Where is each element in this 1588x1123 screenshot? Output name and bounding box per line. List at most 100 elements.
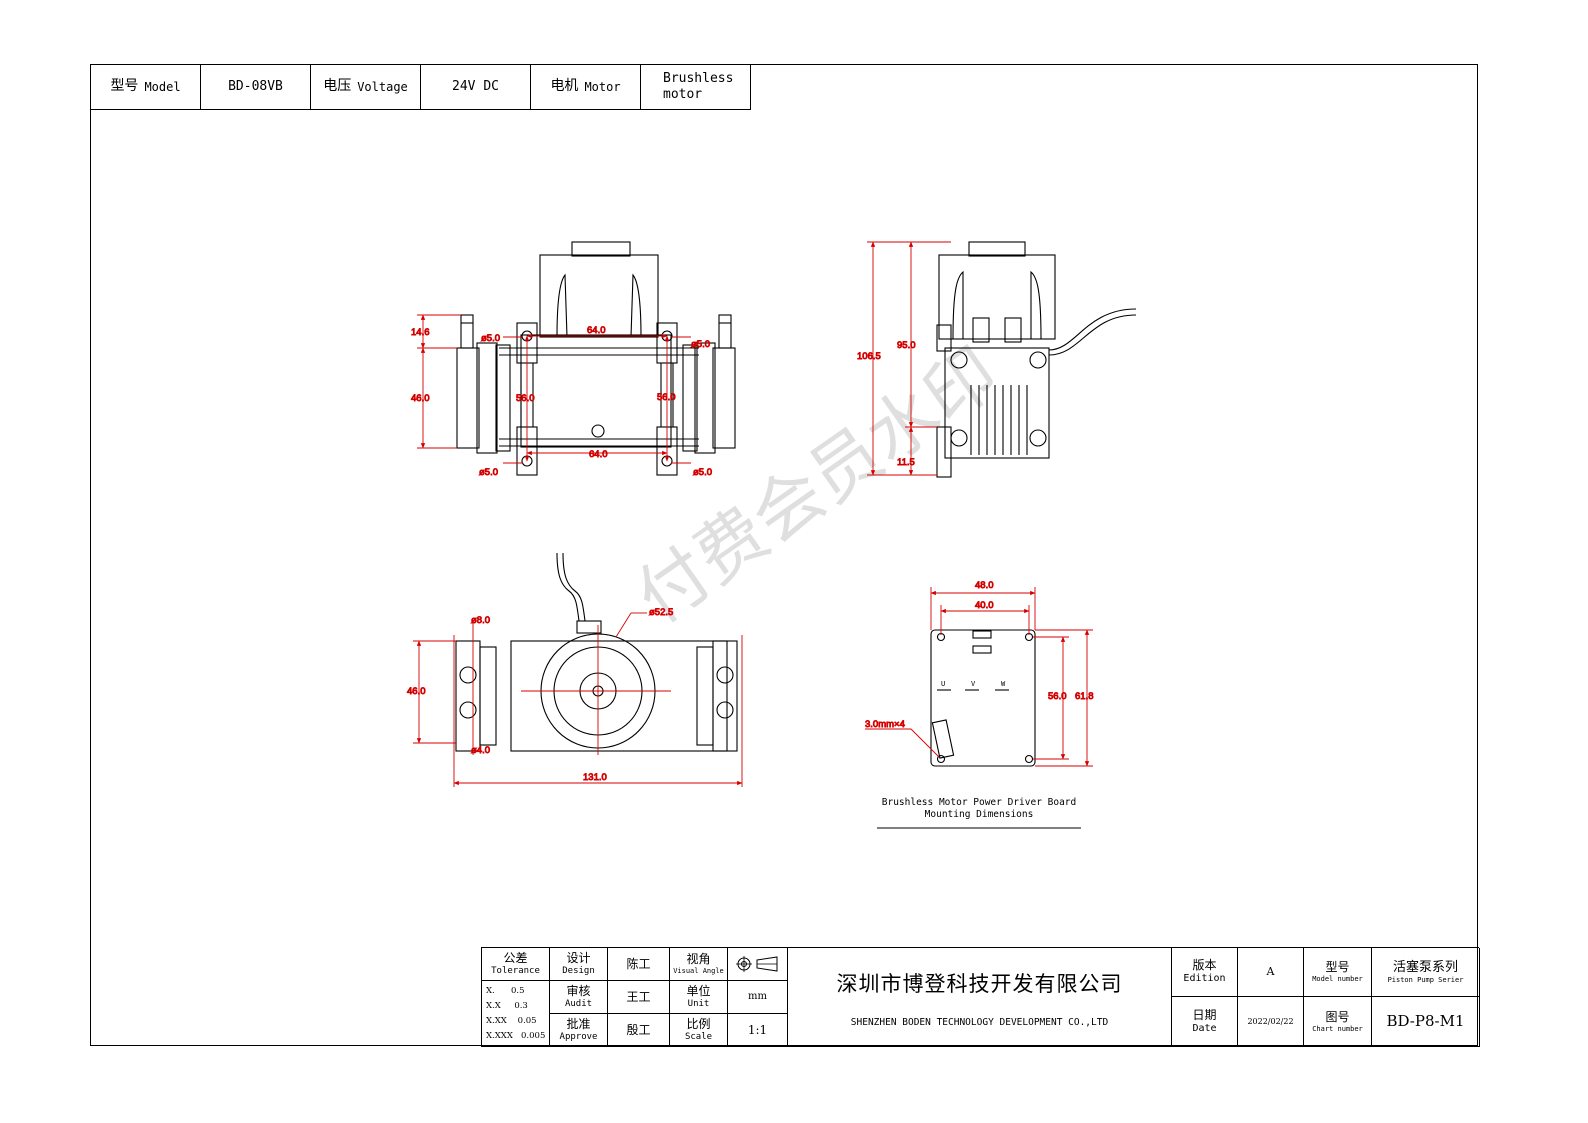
edition-en: Edition: [1183, 973, 1226, 985]
front-dim-64-top: 64.0: [587, 325, 606, 336]
voltage-value: 24V DC: [452, 78, 499, 94]
board-caption-line2: Mounting Dimensions: [924, 809, 1034, 820]
motor-value-line1: Brushless: [663, 70, 734, 86]
driver-board: [930, 629, 1036, 767]
approve-label: 批准 Approve: [550, 1014, 608, 1047]
model-number-value-zh: 活塞泵系列: [1392, 959, 1458, 975]
scale-en: Scale: [684, 1031, 713, 1042]
company-name-zh: 深圳市博登科技开发有限公司: [836, 972, 1123, 997]
designer-name: 陈工: [608, 948, 670, 981]
voltage-label-cell: 电压 Voltage: [311, 65, 421, 109]
front-view: [456, 241, 736, 476]
design-label: 设计 Design: [550, 948, 608, 981]
visual-angle-en: Visual Angle: [673, 967, 724, 976]
model-number-label: 型号 Model number: [1304, 948, 1372, 997]
voltage-label-en: Voltage: [357, 79, 408, 94]
scale-label: 比例 Scale: [670, 1014, 728, 1047]
pin-label-w: W: [1001, 680, 1006, 688]
scale-value: 1:1: [728, 1014, 788, 1047]
visual-angle-zh: 视角: [686, 952, 711, 967]
side-view: [936, 241, 1137, 478]
front-view-dimensions: 14.6 46.0 ø5.0 ø5.0 ø5.0 ø5.0 64.0 56.0 …: [411, 314, 712, 478]
front-dim-46.0: 46.0: [411, 393, 430, 404]
driver-board-pins: U V W: [941, 680, 1006, 688]
tolerance-row: X. 0.5: [486, 985, 525, 996]
technical-drawing: 付费会员水印: [407, 241, 1137, 829]
visual-angle-label: 视角 Visual Angle: [670, 948, 728, 981]
motor-label: 电机: [550, 78, 579, 95]
board-dim-56.0: 56.0: [1048, 691, 1067, 702]
chart-number-en: Chart number: [1312, 1024, 1363, 1033]
model-number-value: 活塞泵系列 Piston Pump Serier: [1372, 948, 1480, 997]
date-value: 2022/02/22: [1238, 997, 1304, 1047]
date-zh: 日期: [1192, 1007, 1217, 1022]
front-dim-64-bottom: 64.0: [589, 449, 608, 460]
company-name-en: SHENZHEN BODEN TECHNOLOGY DEVELOPMENT CO…: [850, 1016, 1109, 1028]
approve-en: Approve: [559, 1031, 598, 1042]
unit-label: 单位 Unit: [670, 981, 728, 1014]
company-cell: 深圳市博登科技开发有限公司 SHENZHEN BODEN TECHNOLOGY …: [788, 948, 1172, 1047]
front-dim-hole-br: ø5.0: [693, 467, 712, 478]
edition-zh: 版本: [1192, 958, 1217, 973]
chart-number-value: BD-P8-M1: [1372, 997, 1480, 1047]
board-dim-61.8: 61.8: [1075, 691, 1094, 702]
motor-value-cell: Brushless motor: [641, 65, 751, 109]
board-dim-40.0: 40.0: [975, 600, 994, 611]
audit-en: Audit: [564, 998, 593, 1009]
board-caption-line1: Brushless Motor Power Driver Board: [881, 797, 1077, 808]
bottom-dim-131.0: 131.0: [583, 772, 607, 783]
bottom-dim-46.0: 46.0: [407, 686, 426, 697]
edition-value: A: [1238, 948, 1304, 997]
unit-value: mm: [728, 981, 788, 1014]
side-dim-11.5: 11.5: [897, 457, 915, 468]
model-number-value-en: Piston Pump Serier: [1387, 975, 1464, 984]
approve-zh: 批准: [566, 1016, 591, 1031]
voltage-label: 电压: [323, 78, 352, 95]
tolerance-row: X.X 0.3: [486, 1000, 528, 1011]
bottom-dim-52.5: ø52.5: [649, 607, 673, 618]
front-dim-hole-tr: ø5.0: [691, 339, 710, 350]
design-zh: 设计: [566, 950, 591, 965]
bottom-view-dimensions: ø8.0 ø52.5 46.0 ø4.0 131.0: [407, 607, 743, 787]
side-dim-95.0: 95.0: [897, 340, 916, 351]
board-caption: Brushless Motor Power Driver Board Mount…: [859, 797, 1099, 821]
side-view-dimensions: 106.5 95.0 11.5: [857, 241, 951, 476]
tolerance-zh: 公差: [503, 950, 528, 965]
driver-board-dimensions: 48.0 40.0 56.0 61.8 3.0mm×4: [865, 580, 1094, 767]
auditor-name: 王工: [608, 981, 670, 1014]
tolerance-values: X. 0.5 X.X 0.3 X.XX 0.05 X.XXX 0.005: [482, 981, 550, 1047]
bottom-dim-4.0: ø4.0: [471, 745, 490, 756]
motor-value-line2: motor: [663, 87, 703, 102]
voltage-value-cell: 24V DC: [421, 65, 531, 109]
model-value: BD-08VB: [228, 78, 283, 94]
date-label: 日期 Date: [1172, 997, 1238, 1047]
front-dim-hole-tl: ø5.0: [481, 333, 500, 344]
date-en: Date: [1192, 1022, 1217, 1034]
front-dim-14.6: 14.6: [411, 327, 430, 338]
motor-label-cell: 电机 Motor: [531, 65, 641, 109]
model-number-en: Model number: [1312, 975, 1363, 984]
model-value-cell: BD-08VB: [201, 65, 311, 109]
board-dim-holes: 3.0mm×4: [865, 719, 905, 730]
front-dim-56-right: 56.0: [657, 392, 676, 403]
edition-label: 版本 Edition: [1172, 948, 1238, 997]
audit-label: 审核 Audit: [550, 981, 608, 1014]
motor-label-en: Motor: [584, 79, 621, 94]
chart-number-zh: 图号: [1325, 1009, 1350, 1024]
tolerance-row: X.XXX 0.005: [486, 1030, 546, 1041]
bottom-dim-8.0: ø8.0: [471, 615, 490, 626]
model-label-en: Model: [144, 79, 181, 94]
tolerance-header: 公差 Tolerance: [482, 948, 550, 981]
scale-zh: 比例: [686, 1016, 711, 1031]
projection-symbol-svg: [735, 956, 777, 972]
title-block: 公差 Tolerance X. 0.5 X.X 0.3 X.XX 0.05 X.…: [481, 947, 1480, 1047]
audit-zh: 审核: [566, 983, 591, 998]
unit-zh: 单位: [686, 983, 711, 998]
approver-name: 殷工: [608, 1014, 670, 1047]
tolerance-en: Tolerance: [491, 965, 540, 976]
projection-symbol-icon: [728, 948, 788, 981]
front-dim-hole-bl: ø5.0: [479, 467, 498, 478]
unit-en: Unit: [687, 998, 710, 1009]
